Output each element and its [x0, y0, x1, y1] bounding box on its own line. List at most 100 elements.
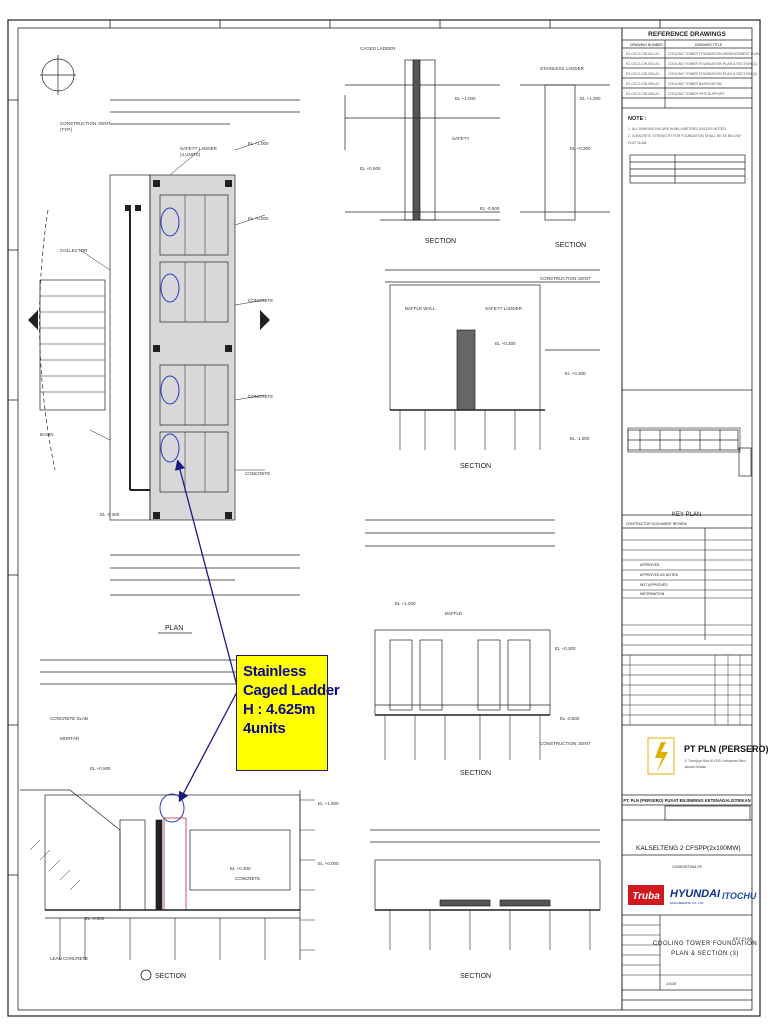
- svg-text:CONSTRUCTION JOINT: CONSTRUCTION JOINT: [540, 276, 591, 281]
- note-label: NOTE :: [628, 116, 647, 122]
- svg-text:CONCRETE: CONCRETE: [248, 298, 273, 303]
- ref-col-number: DRAWING NUMBER: [630, 43, 663, 47]
- drawing-title-line1: COOLING TOWER FOUNDATION: [653, 941, 757, 947]
- svg-text:EL +0.300: EL +0.300: [230, 866, 251, 871]
- svg-text:SAFETY LADDER: SAFETY LADDER: [485, 306, 523, 311]
- svg-text:EL +1.000: EL +1.000: [248, 141, 269, 146]
- section-top-notes: CAGED LADDER EL +1.000 SAFETY EL +0.500 EL…: [360, 46, 601, 211]
- section-middle-notes: BAFFLE WALL SAFETY LADDER EL +0.300 EL +0.…: [405, 276, 591, 441]
- svg-text:EL +1.000: EL +1.000: [455, 96, 476, 101]
- svg-text:SAFETY: SAFETY: [452, 136, 470, 141]
- svg-text:ENGINEERING CO.,LTD.: ENGINEERING CO.,LTD.: [670, 901, 704, 905]
- callout-arrows: [174, 459, 239, 803]
- callout-line-4: 4units: [243, 720, 286, 737]
- hyundai-logo: HYUNDAI ENGINEERING CO.,LTD.: [670, 888, 721, 905]
- title-block: [621, 28, 752, 1010]
- svg-text:APPROVED: APPROVED: [640, 563, 660, 567]
- svg-text:CONSTRUCTION JOINT: CONSTRUCTION JOINT: [540, 741, 591, 746]
- section-label-e: SECTION: [460, 973, 491, 980]
- svg-text:K2-CS-D-CW-003-A1: K2-CS-D-CW-003-A1: [626, 72, 659, 76]
- svg-text:EL -0.500: EL -0.500: [85, 916, 105, 921]
- svg-text:EL +0.300: EL +0.300: [565, 371, 586, 376]
- project-name: KALSELTENG 2 CFSPP(2x100MW): [636, 845, 741, 852]
- svg-text:EL +1.000: EL +1.000: [318, 801, 339, 806]
- svg-text:FLAT SLAB: FLAT SLAB: [628, 141, 647, 145]
- sheet-border: [7, 19, 761, 1017]
- notes-text: 1. ALL DIMENSIONS ARE IN MILLIMETERS UNL…: [628, 127, 741, 145]
- svg-text:EL -0.500: EL -0.500: [480, 206, 500, 211]
- svg-text:CONCRETE: CONCRETE: [245, 471, 270, 476]
- svg-text:K2-CS-D-CW-002-A1: K2-CS-D-CW-002-A1: [626, 62, 659, 66]
- svg-text:2. CONCRETE STRENGTH FOR FOUND: 2. CONCRETE STRENGTH FOR FOUNDATION SHAL…: [628, 134, 741, 138]
- svg-text:CONCRETE: CONCRETE: [235, 876, 260, 881]
- svg-text:EL -0.300: EL -0.300: [100, 512, 120, 517]
- review-codes: APPROVED APPROVED AS NOTED NOT APPROVED …: [640, 563, 679, 596]
- svg-text:EL +0.300: EL +0.300: [555, 646, 576, 651]
- svg-text:EL +1.000: EL +1.000: [395, 601, 416, 606]
- callout-line-2: Caged Ladder: [243, 682, 340, 699]
- svg-text:BASIN: BASIN: [40, 432, 54, 437]
- svg-text:EL -1.000: EL -1.000: [570, 436, 590, 441]
- svg-text:LEAN CONCRETE: LEAN CONCRETE: [50, 956, 88, 961]
- ladder-clouds: [159, 207, 185, 823]
- key-plan-mini-label: KEY PLAN: [733, 936, 753, 941]
- svg-text:EL +0.300: EL +0.300: [570, 146, 591, 151]
- pln-logo: [647, 737, 675, 775]
- svg-text:SAFETY LADDER: SAFETY LADDER: [180, 146, 218, 151]
- svg-text:EL +0.500: EL +0.500: [360, 166, 381, 171]
- svg-text:MORTAR: MORTAR: [60, 736, 80, 741]
- svg-text:1. ALL DIMENSIONS ARE IN MILLI: 1. ALL DIMENSIONS ARE IN MILLIMETERS UNL…: [628, 127, 727, 131]
- owner-full: PT. PLN (PERSERO) PUSAT ENJINIRING KETEN…: [623, 798, 750, 803]
- svg-text:EL +0.500: EL +0.500: [90, 766, 111, 771]
- border-ticks: [8, 20, 661, 876]
- svg-text:(4 UNITS): (4 UNITS): [180, 152, 201, 157]
- section-view-bottom: [370, 829, 601, 950]
- callout-line-3: H : 4.625m: [243, 701, 316, 718]
- plan-view: [28, 55, 300, 596]
- key-plan: [627, 427, 741, 453]
- itochu-logo: ITOCHU: [722, 891, 757, 901]
- svg-text:EL +0.500: EL +0.500: [248, 216, 269, 221]
- svg-text:COOLING TOWER PIPE SUPPORT: COOLING TOWER PIPE SUPPORT: [668, 92, 726, 96]
- svg-text:COOLING TOWER FOUNDATION PLAN: COOLING TOWER FOUNDATION PLAN & SECTION …: [668, 72, 757, 76]
- svg-text:CONSTRUCTION JOINT: CONSTRUCTION JOINT: [60, 121, 111, 126]
- svg-text:CONCRETE SLAB: CONCRETE SLAB: [50, 716, 88, 721]
- svg-text:COOLING TOWER BASIN DETAIL: COOLING TOWER BASIN DETAIL: [668, 82, 723, 86]
- svg-text:STAINLESS LADDER: STAINLESS LADDER: [540, 66, 585, 71]
- svg-text:APPROVED AS NOTED: APPROVED AS NOTED: [640, 573, 679, 577]
- svg-text:NOT APPROVED: NOT APPROVED: [640, 583, 668, 587]
- section-label-c: SECTION: [460, 463, 491, 470]
- svg-text:EL +0.300: EL +0.300: [495, 341, 516, 346]
- section-label-b: SECTION: [555, 242, 586, 249]
- svg-text:EL +1.000: EL +1.000: [580, 96, 601, 101]
- section-left-notes: CONCRETE SLAB MORTAR EL +0.500 EL +0.300 C…: [50, 716, 339, 961]
- contractor-review: CONTRACTOR DOCUMENT REVIEW: [626, 522, 687, 526]
- reference-drawings-heading: REFERENCE DRAWINGS: [648, 31, 726, 38]
- svg-text:CAGED LADDER: CAGED LADDER: [360, 46, 396, 51]
- section-label-left: SECTION: [155, 973, 186, 980]
- drawing-title-line2: PLAN & SECTION (3): [671, 951, 739, 957]
- svg-text:CONCRETE: CONCRETE: [248, 394, 273, 399]
- truba-logo: Truba: [628, 885, 664, 905]
- ref-col-title: DRAWING TITLE: [695, 43, 723, 47]
- svg-text:K2-CS-D-CW-001-A1: K2-CS-D-CW-001-A1: [626, 52, 659, 56]
- svg-text:BAFFLE WALL: BAFFLE WALL: [405, 306, 436, 311]
- svg-text:EL -0.500: EL -0.500: [560, 716, 580, 721]
- svg-text:COOLING TOWER FOUNDATION PLAN: COOLING TOWER FOUNDATION PLAN & SECTION …: [668, 62, 757, 66]
- section-label-d: SECTION: [460, 770, 491, 777]
- section-view-top: [344, 59, 610, 221]
- svg-text:(TYP.): (TYP.): [60, 127, 73, 132]
- plan-label: PLAN: [165, 625, 183, 632]
- section-view-lower: [365, 519, 555, 760]
- consortium-label: CONSORTIUM OF: [672, 865, 702, 869]
- callout-line-1: Stainless: [243, 663, 307, 680]
- svg-text:COOLING TOWER FOUNDATION ARRAN: COOLING TOWER FOUNDATION ARRANGEMENT PLA…: [668, 52, 760, 56]
- svg-text:Jakarta Selatan: Jakarta Selatan: [684, 765, 706, 769]
- key-plan-label: KEY PLAN: [672, 512, 701, 518]
- section-view-middle: [385, 269, 600, 450]
- callout-box: Stainless Caged Ladder H : 4.625m 4units: [236, 655, 340, 771]
